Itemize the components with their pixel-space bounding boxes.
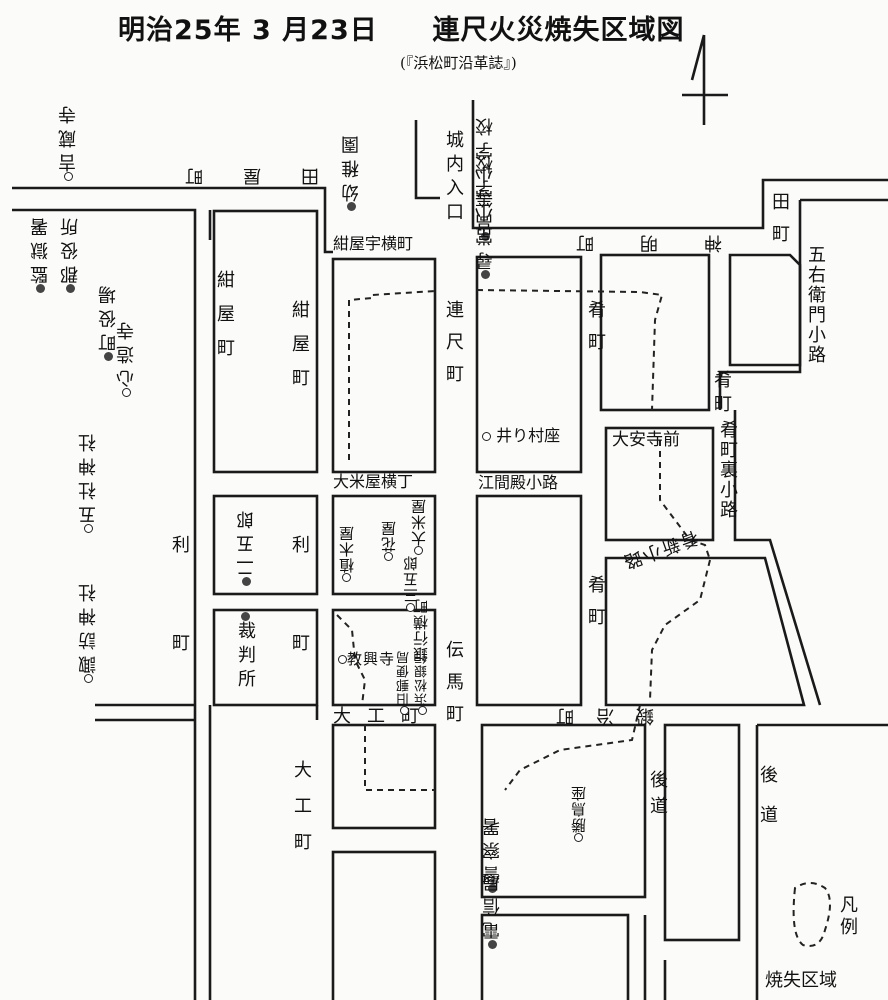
label-daiku-h: 大工町 [333,706,435,727]
label-koremon: 江間殿小路 [478,473,559,492]
place-hanaya: 花屋 [380,520,398,561]
block [728,253,802,367]
legend-item: 焼失区域 [765,970,837,991]
place-county-office: 郡役所 [60,212,81,293]
label-temma: 伝馬町 [443,640,464,736]
place-old-post: 旧郵便局 [397,650,412,715]
label-ushiro-left: 後道 [647,770,668,822]
street-lines [12,34,888,1000]
legend-title: 凡例 [837,895,858,939]
source-caption: (『浜松町沿革誌』) [400,54,517,72]
block [331,494,437,596]
place-kichizo-temple: 吉蔵寺 [58,100,79,181]
label-koya-h: 紺屋宇横町 [333,234,414,253]
block [331,850,437,1000]
place-gosha-shrine: 五社神社 [78,428,99,533]
label-sakana-mid: 肴町 [585,575,606,639]
label-kaji: 鍛冶町 [534,705,654,726]
place-omeya: 大米屋 [410,498,428,555]
block [475,255,583,474]
place-ordinary-school: 尋常小学校 [475,150,496,279]
label-sakana-lower: 肴町 [711,370,732,418]
label-gouemon: 五右衛門小路 [805,245,826,365]
place-sangoro: 三五郎 [402,555,420,612]
label-toshi-right: 利町 [289,535,310,731]
place-temple: 心造寺 [116,316,137,397]
title-main: 連尺火災焼失区域図 [432,15,685,46]
burn-boundary [336,289,831,947]
place-daianji-mae: 大安寺前 [612,430,680,450]
label-konya-left: 紺屋町 [214,270,235,372]
place-kindergarten: 幼稚園 [341,130,362,211]
block [604,556,806,707]
label-kami: 神明町 [530,232,722,253]
label-renjaku: 連尺町 [443,300,464,396]
place-gogoro: 二五郎 [236,505,257,586]
block [331,257,437,474]
label-den: 田町 [769,192,790,256]
block [212,608,319,707]
block [663,723,741,942]
block [331,608,437,707]
label-konya-right: 紺屋町 [289,300,310,402]
place-bank: 浜松銀行 [415,650,430,715]
label-sakana-ura: 肴町裏小路 [717,420,738,520]
place-prison: 監獄署 [30,212,51,293]
place-katsutori-za: 勝鳥座 [570,785,588,842]
place-irimura: 井り村座 [482,428,560,444]
block [331,723,437,830]
label-ohyori: 大米屋横丁 [333,472,414,491]
label-top-h: 田屋町 [145,165,319,186]
label-shiro: 城内入口 [443,130,464,226]
label-daiku-v: 大工町 [291,760,312,868]
block [475,494,583,707]
block [604,426,715,542]
label-sakana-upper: 肴町 [585,300,606,364]
place-uekiya: 植木屋 [338,525,356,582]
title-date: 明治25年 3 月23日 [118,15,378,46]
north-arrow-icon [682,34,728,125]
block [480,723,647,899]
block [480,913,630,1000]
place-suwa-shrine: 諏訪神社 [78,578,99,683]
block [599,253,711,412]
block [212,494,319,596]
block [212,209,319,474]
place-telegraph: 電信局 [482,868,503,949]
label-toshi-left: 利町 [169,535,190,731]
map-title: 明治25年 3 月23日 連尺火災焼失区域図 [118,8,685,47]
label-ushiro-right: 後道 [757,765,778,845]
legend-dash-sample [792,882,831,947]
place-court: 裁判所 [235,612,256,693]
place-kyokoji: 教興寺 [338,652,395,667]
